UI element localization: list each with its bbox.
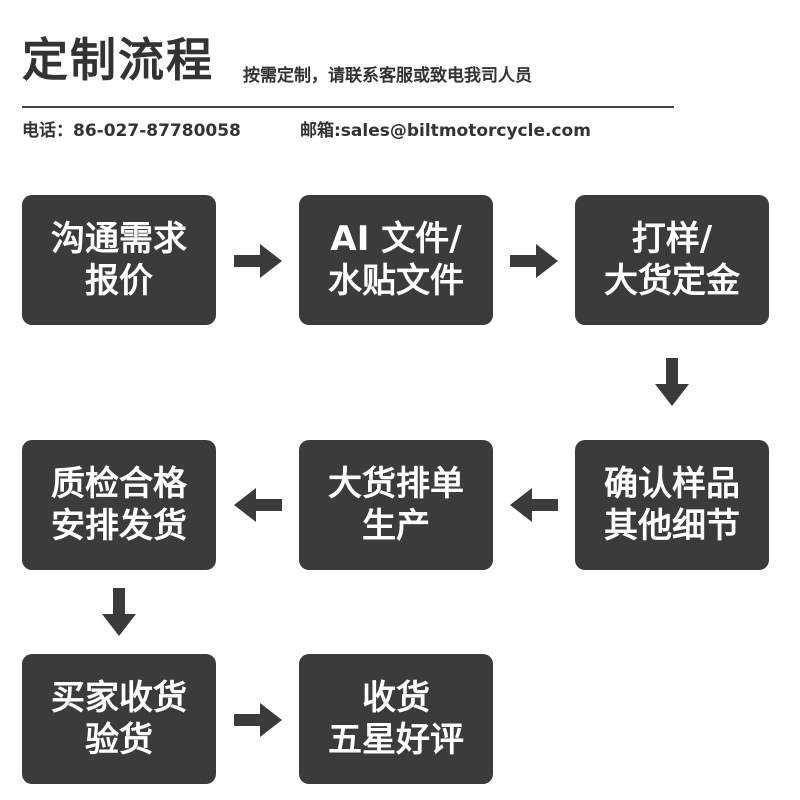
phone-number: 电话：86-027-87780058: [22, 121, 241, 141]
arrow-left-icon: [234, 488, 282, 522]
arrow-down-icon: [655, 358, 689, 406]
step-6-box: 质检合格 安排发货: [22, 440, 216, 570]
step-3-box: 打样/ 大货定金: [575, 195, 769, 325]
step-4-box: 确认样品 其他细节: [575, 440, 769, 570]
step-2-box: AI 文件/ 水贴文件: [299, 195, 493, 325]
arrow-right-icon: [234, 244, 282, 278]
step-6-label: 质检合格 安排发货: [51, 464, 187, 546]
step-8-label: 收货 五星好评: [328, 678, 464, 760]
step-5-label: 大货排单 生产: [328, 464, 464, 546]
arrow-right-icon: [510, 244, 558, 278]
step-8-box: 收货 五星好评: [299, 654, 493, 784]
step-1-box: 沟通需求 报价: [22, 195, 216, 325]
arrow-left-icon: [510, 488, 558, 522]
arrow-down-icon: [102, 588, 136, 636]
header-divider: [22, 106, 674, 108]
step-7-box: 买家收货 验货: [22, 654, 216, 784]
step-7-label: 买家收货 验货: [51, 678, 187, 760]
page-title: 定制流程: [22, 33, 214, 87]
step-2-label: AI 文件/ 水贴文件: [328, 219, 464, 301]
arrow-right-icon: [234, 703, 282, 737]
email-address: 邮箱:sales@biltmotorcycle.com: [300, 121, 591, 141]
step-3-label: 打样/ 大货定金: [604, 219, 740, 301]
step-1-label: 沟通需求 报价: [51, 219, 187, 301]
step-4-label: 确认样品 其他细节: [604, 464, 740, 546]
page-subtitle: 按需定制，请联系客服或致电我司人员: [243, 66, 532, 86]
step-5-box: 大货排单 生产: [299, 440, 493, 570]
